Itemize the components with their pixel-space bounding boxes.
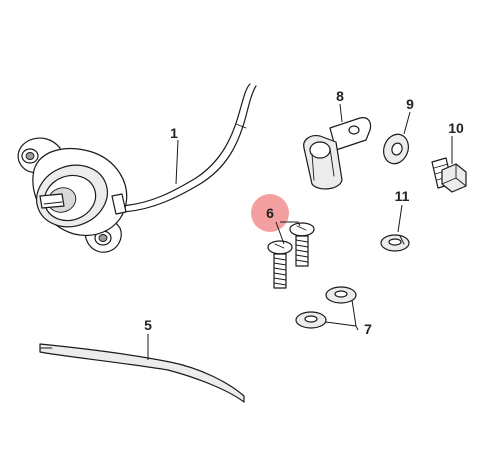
callout-6: 6 [266,205,274,221]
part-1-sensor[interactable] [17,83,257,253]
leader-11 [397,204,403,233]
leader-8 [339,103,343,123]
leader-7 [325,299,359,331]
part-7-washers[interactable] [295,286,357,329]
callout-1: 1 [170,125,178,141]
part-10-bolt[interactable] [431,157,467,193]
part-6-screws[interactable] [267,222,315,289]
leader-9 [403,111,411,135]
callout-10: 10 [448,120,464,136]
callout-7: 7 [364,321,372,337]
leader-6 [275,221,301,245]
callout-6-highlight [251,194,289,232]
leader-1 [175,139,179,185]
part-8-clamp[interactable] [303,117,372,190]
part-9-washer[interactable] [380,131,413,167]
callout-11: 11 [395,188,410,204]
callout-9: 9 [406,96,414,112]
callout-8: 8 [336,88,344,104]
callout-5: 5 [144,317,152,333]
part-11-lock-washer[interactable] [380,234,410,252]
part-5-cable-tie[interactable] [39,343,245,403]
